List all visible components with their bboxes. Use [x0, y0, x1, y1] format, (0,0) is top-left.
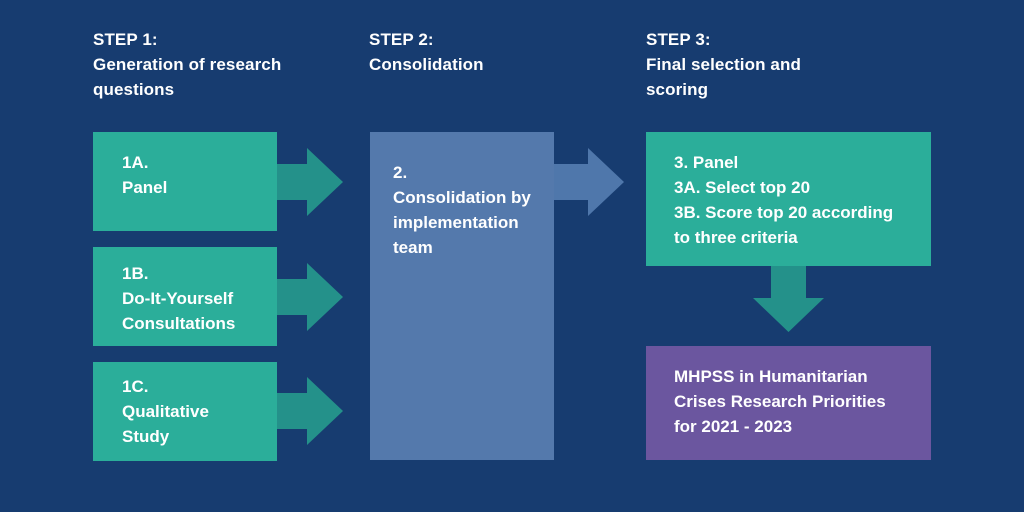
right-arrow-icon: [554, 148, 624, 216]
box-1c-line-1: 1C.: [122, 377, 149, 396]
step-2-title-line-1: Consolidation: [369, 55, 484, 74]
box-1a-line-1: 1A.: [122, 153, 149, 172]
box-1b-diy-consultations: 1B. Do-It-Yourself Consultations: [93, 247, 277, 346]
result-line-2: Crises Research Priorities: [674, 392, 886, 411]
box-1c-qualitative-study: 1C. Qualitative Study: [93, 362, 277, 461]
box-3-line-1: 3. Panel: [674, 153, 739, 172]
right-arrow-icon: [277, 263, 343, 331]
step-2-heading: STEP 2: Consolidation: [369, 27, 484, 77]
box-1a-panel: 1A. Panel: [93, 132, 277, 231]
box-2-line-2: Consolidation by: [393, 188, 531, 207]
step-1-heading: STEP 1: Generation of research questions: [93, 27, 281, 102]
result-box-research-priorities: MHPSS in Humanitarian Crises Research Pr…: [646, 346, 931, 460]
box-1b-line-2: Do-It-Yourself: [122, 289, 234, 308]
box-1b-line-1: 1B.: [122, 264, 149, 283]
box-2-consolidation: 2. Consolidation by implementation team: [370, 132, 554, 460]
result-line-3: for 2021 - 2023: [674, 417, 793, 436]
step-1-title-line-1: Generation of research: [93, 55, 282, 74]
box-2-line-1: 2.: [393, 163, 408, 182]
step-2-label: STEP 2:: [369, 30, 434, 49]
step-3-label: STEP 3:: [646, 30, 711, 49]
box-3-line-2: 3A. Select top 20: [674, 178, 811, 197]
box-1c-line-3: Study: [122, 427, 170, 446]
box-3-line-3: 3B. Score top 20 according: [674, 203, 894, 222]
box-3-line-4: to three criteria: [674, 228, 798, 247]
right-arrow-icon: [277, 377, 343, 445]
step-3-title-line-1: Final selection and: [646, 55, 801, 74]
result-line-1: MHPSS in Humanitarian: [674, 367, 868, 386]
step-3-heading: STEP 3: Final selection and scoring: [646, 27, 801, 102]
step-1-label: STEP 1:: [93, 30, 158, 49]
right-arrow-icon: [277, 148, 343, 216]
box-2-line-4: team: [393, 238, 433, 257]
step-1-title-line-2: questions: [93, 80, 175, 99]
box-3-final-panel: 3. Panel 3A. Select top 20 3B. Score top…: [646, 132, 931, 266]
box-1b-line-3: Consultations: [122, 314, 236, 333]
box-1c-line-2: Qualitative: [122, 402, 209, 421]
box-2-line-3: implementation: [393, 213, 519, 232]
step-3-title-line-2: scoring: [646, 80, 709, 99]
box-1a-line-2: Panel: [122, 178, 168, 197]
down-arrow-icon: [753, 266, 824, 332]
